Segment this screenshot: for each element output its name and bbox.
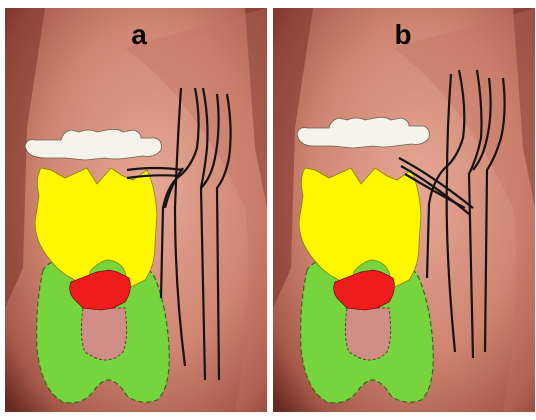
panel-label-a: a	[119, 18, 159, 52]
neck-anatomy-illustration-a	[5, 8, 267, 412]
trachea	[345, 308, 390, 360]
neck-photo-panel-b: b	[273, 8, 535, 412]
neck-anatomy-illustration-b	[273, 8, 535, 412]
trachea	[81, 308, 126, 360]
neck-photo-panel-a: a	[5, 8, 267, 412]
panel-label-b: b	[383, 18, 423, 52]
